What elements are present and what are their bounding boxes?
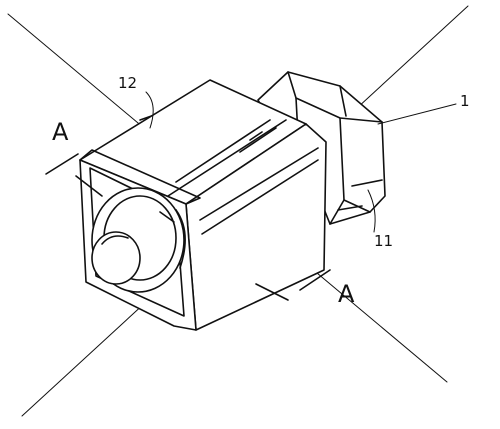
section-markers (45, 153, 331, 301)
section-label-right: A (338, 280, 355, 308)
label-part-1: 1 (460, 92, 470, 110)
section-line-left (45, 153, 79, 175)
section-tick-left (75, 175, 103, 197)
label-part-11: 11 (374, 232, 393, 250)
leader-line-12 (145, 91, 154, 129)
section-tick-right (299, 269, 331, 291)
section-label-left: A (52, 118, 69, 146)
terminal-plunger (91, 187, 186, 293)
label-part-12: 12 (118, 74, 137, 92)
section-line-right (255, 283, 289, 301)
leader-lines (145, 91, 457, 233)
leader-line-11 (367, 189, 376, 233)
leader-line-1 (377, 103, 457, 125)
